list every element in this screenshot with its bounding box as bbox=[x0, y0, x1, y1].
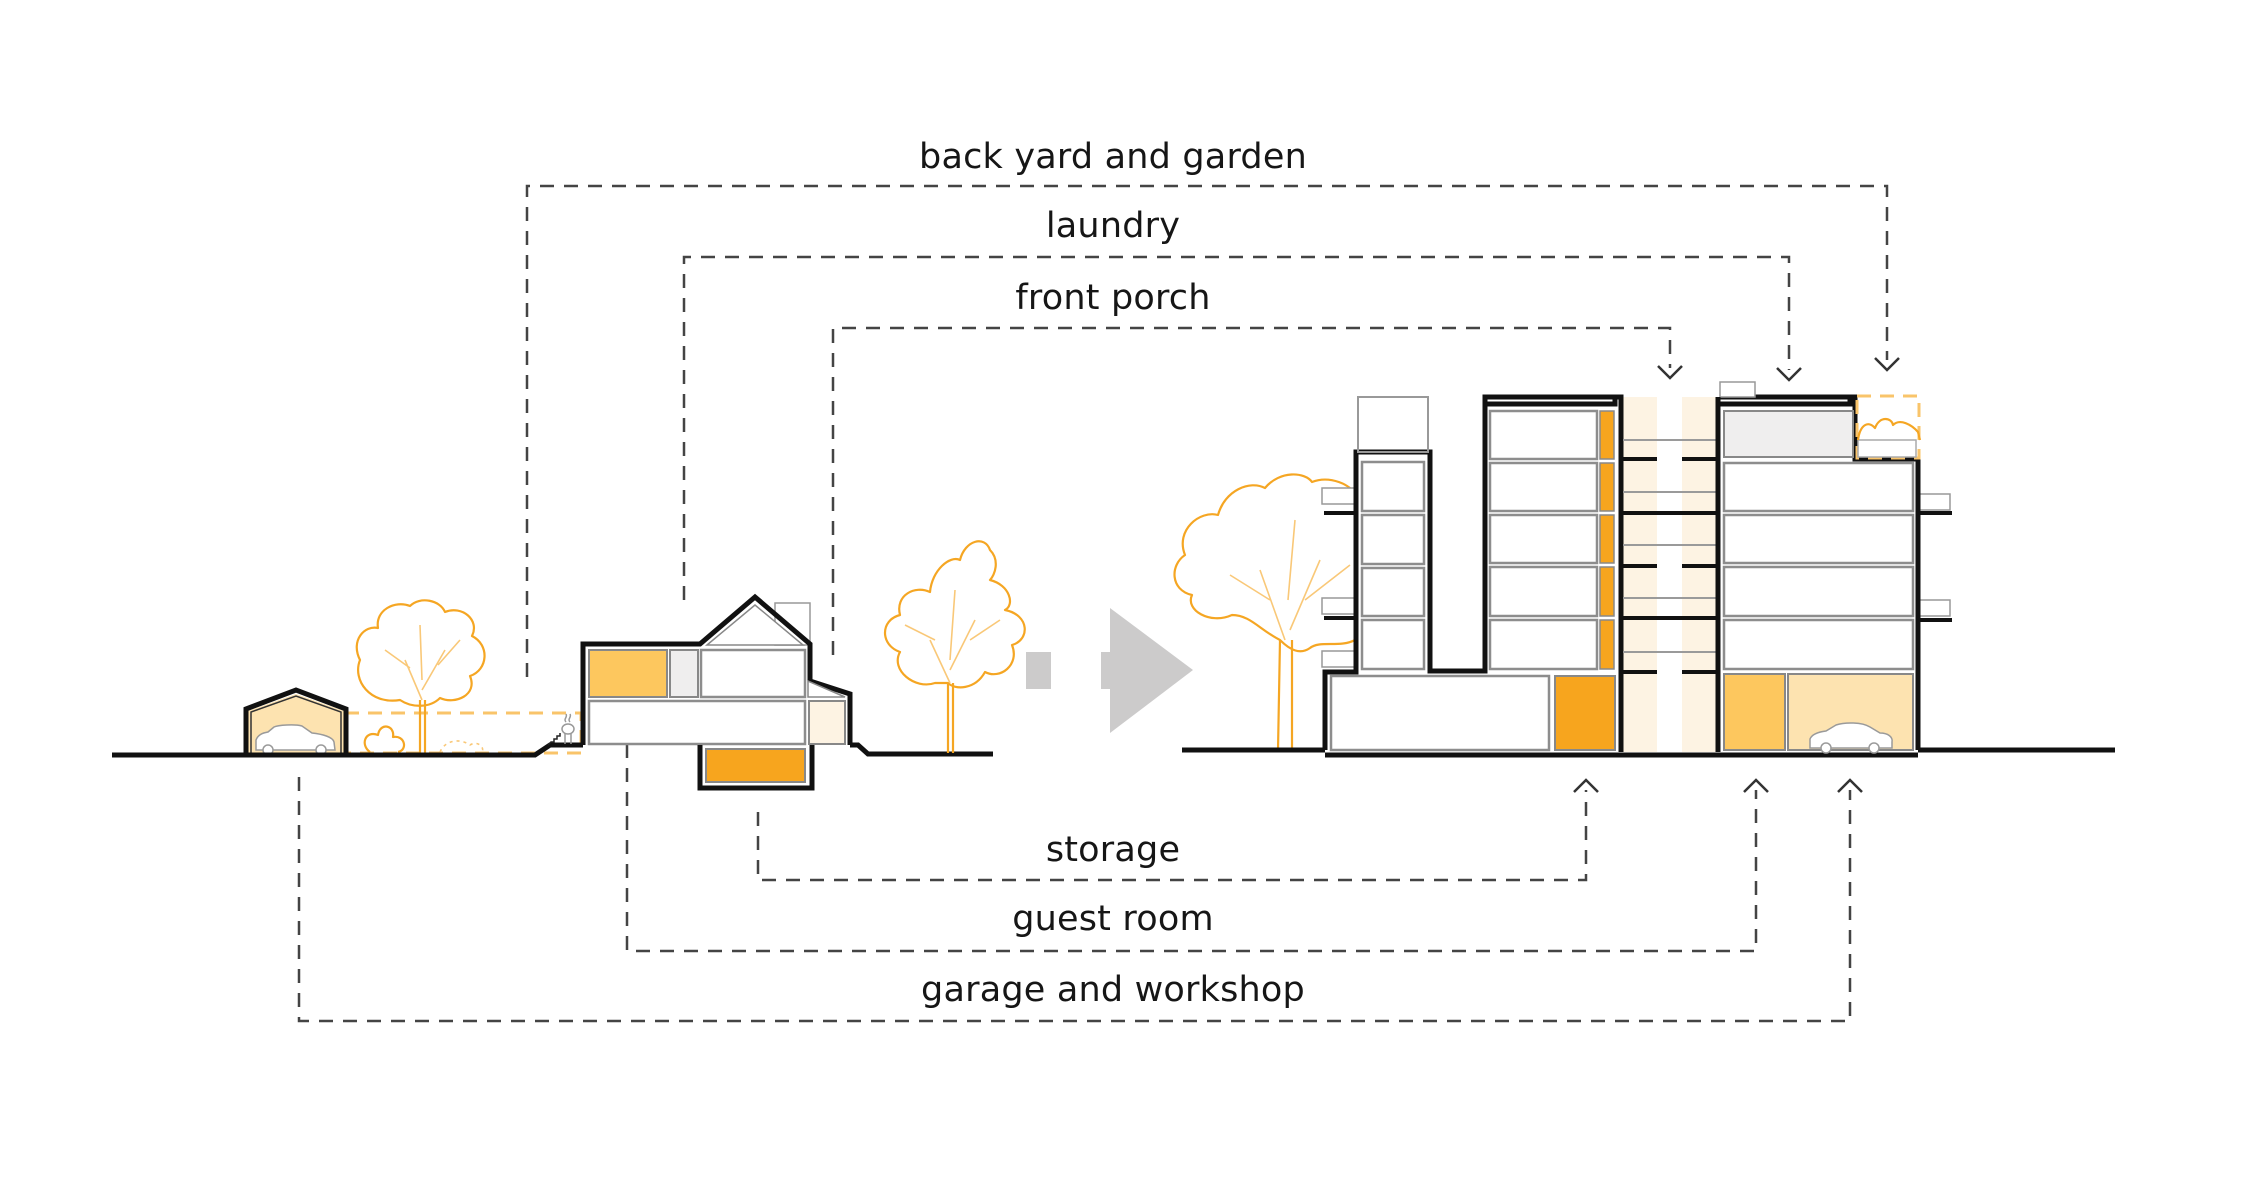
label-garage-and-workshop: garage and workshop bbox=[921, 970, 1305, 1010]
ground-line-mid bbox=[850, 742, 993, 757]
leader-laundry bbox=[682, 255, 1802, 600]
leader-guest-room bbox=[625, 720, 1769, 953]
label-front-porch: front porch bbox=[1015, 278, 1211, 318]
storage-room bbox=[1554, 675, 1616, 751]
leader-back-yard-and-garden bbox=[525, 184, 1900, 677]
label-back-yard-and-garden: back yard and garden bbox=[919, 137, 1307, 177]
left-scene-house bbox=[112, 540, 1026, 791]
car-icon bbox=[1809, 722, 1893, 754]
label-guest-room: guest room bbox=[1012, 899, 1214, 939]
right-arrow-icon bbox=[1026, 608, 1193, 733]
single-family-house bbox=[580, 593, 853, 791]
tree-icon bbox=[1173, 473, 1357, 751]
right-scene-building bbox=[1173, 381, 2115, 758]
leader-garage-and-workshop bbox=[297, 777, 1863, 1023]
guest-room bbox=[1723, 673, 1786, 751]
tree-icon bbox=[355, 599, 486, 754]
leader-storage bbox=[756, 778, 1599, 882]
car-icon bbox=[255, 724, 336, 756]
leader-front-porch bbox=[831, 326, 1683, 655]
grill-icon bbox=[561, 713, 575, 744]
rooftop-garden bbox=[1855, 394, 1921, 460]
ground-line-left bbox=[112, 742, 583, 758]
label-laundry: laundry bbox=[1045, 206, 1181, 246]
tree-icon bbox=[884, 540, 1026, 753]
garage-room bbox=[1787, 673, 1914, 751]
label-storage: storage bbox=[1045, 830, 1181, 870]
detached-garage bbox=[243, 687, 349, 756]
